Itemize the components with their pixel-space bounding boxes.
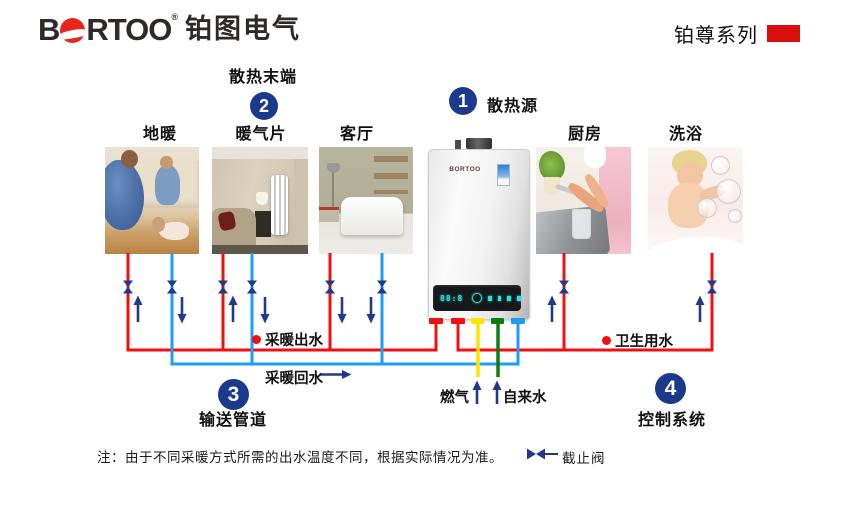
brand-logo: B RTOO ® 铂图电气 [38, 12, 301, 46]
flue-pipe-small [455, 140, 461, 149]
white-sleeve-shape [583, 147, 607, 169]
boiler-brand-text: BORTOO [449, 166, 481, 173]
bubble-shape [697, 198, 718, 219]
bath-foam-shape [648, 236, 743, 254]
pipeline-label: 输送管道 [198, 412, 268, 429]
boiler-panel-icon [517, 295, 521, 301]
plant-pot-shape [543, 176, 560, 196]
heat-source-label: 散热源 [487, 98, 539, 115]
heating-return-label: 采暖回水 [265, 371, 323, 387]
mother-head [120, 150, 138, 169]
callout-circle-2: 2 [250, 92, 278, 120]
photo-radiator [212, 147, 308, 254]
flow-arrow-down [366, 297, 376, 324]
callout-circle-4: 4 [655, 373, 686, 404]
white-sofa-shape [340, 197, 403, 235]
red-dot-icon [602, 336, 611, 345]
boiler-port-hot-water [451, 318, 465, 324]
boiler-panel-icon [507, 295, 512, 301]
flue-pipe [466, 138, 492, 149]
flow-arrow-down [337, 297, 347, 324]
shutoff-valve-icon [218, 280, 228, 294]
heat-terminal-label: 散热末端 [228, 69, 298, 86]
heating-supply-label: 采暖出水 [252, 329, 323, 350]
callout-circle-3: 3 [218, 379, 249, 410]
flow-arrow-up [547, 295, 557, 322]
control-system-label: 控制系统 [637, 412, 707, 429]
wall-shelves-shape [374, 155, 409, 195]
legend-valve-label: 截止阀 [562, 451, 606, 466]
boiler-display: 88:8 [440, 293, 464, 303]
photo-living-room [319, 147, 413, 254]
father-figure [154, 165, 181, 205]
shutoff-valves [123, 280, 717, 294]
floor-lamp-shade [326, 163, 340, 173]
baby-head [152, 216, 166, 232]
series-red-rectangle [767, 25, 800, 42]
flow-arrow-up [492, 380, 502, 404]
lamp-shape [256, 191, 268, 205]
bubble-shape [716, 179, 742, 205]
father-head [160, 155, 173, 170]
tap-water-label: 自来水 [503, 390, 547, 406]
flow-arrow-right [320, 370, 352, 379]
bubble-shape [727, 209, 742, 224]
brand-letters-rtoo: RTOO [86, 11, 172, 47]
boiler-port-heating-supply [429, 318, 443, 324]
shutoff-valve-icon [377, 280, 387, 294]
energy-label-sticker [497, 164, 510, 186]
boiler-port-gas [471, 318, 484, 324]
boiler-knob [472, 293, 482, 303]
brand-o-icon [60, 17, 86, 43]
shutoff-valve-icon [167, 280, 177, 294]
gas-label: 燃气 [440, 390, 469, 406]
brand-name-chinese: 铂图电气 [185, 13, 302, 44]
shutoff-valve-icon [325, 280, 335, 294]
flow-arrow-up [133, 295, 143, 322]
side-table-shape [255, 211, 271, 237]
floor-shape [212, 245, 308, 254]
boiler-panel-icon [497, 295, 502, 301]
wall-panel-shape [293, 158, 308, 247]
series-badge: 铂尊系列 [674, 19, 800, 48]
room-label-bath: 洗浴 [668, 126, 704, 143]
boiler-panel-icon [487, 295, 492, 301]
shutoff-valve-icon [707, 280, 717, 294]
series-label: 铂尊系列 [674, 25, 758, 47]
legend-valve-icon [527, 448, 558, 460]
boiler-control-panel: 88:8 [433, 285, 521, 311]
red-dot-icon [252, 335, 261, 344]
footnote: 注：由于不同采暖方式所需的出水温度不同，根据实际情况为准。 [97, 450, 503, 465]
boiler-port-tap-water [491, 318, 504, 324]
ceiling-shape [212, 147, 308, 159]
floor-lamp-pole [332, 172, 335, 216]
room-label-radiator: 暖气片 [235, 126, 287, 143]
flow-arrow-down [260, 297, 270, 324]
room-label-living-room: 客厅 [339, 126, 375, 143]
bubble-shape [710, 155, 730, 175]
photo-bath [648, 147, 743, 254]
shutoff-valve-icon [123, 280, 133, 294]
registered-trademark: ® [171, 12, 179, 22]
flow-arrow-down [177, 297, 187, 324]
room-label-kitchen: 厨房 [567, 126, 603, 143]
shutoff-valve-icon [559, 280, 569, 294]
plant-shape [538, 151, 566, 182]
radiator-shape [270, 174, 288, 235]
brand-letter-b: B [38, 11, 60, 47]
photo-floor-heating [105, 147, 199, 254]
baby-figure [158, 221, 189, 241]
boiler-port-heating-return [511, 318, 525, 324]
flow-arrow-up [472, 380, 482, 404]
domestic-water-label: 卫生用水 [602, 330, 673, 351]
sideboard-shape [319, 206, 339, 222]
boiler-unit: BORTOO 88:8 [428, 149, 530, 320]
callout-circle-1: 1 [449, 87, 477, 115]
shutoff-valve-icon [247, 280, 257, 294]
photo-kitchen [536, 147, 631, 254]
flow-arrow-up [695, 295, 705, 322]
room-label-floor-heating: 地暖 [142, 126, 178, 143]
glass-shape [572, 209, 592, 239]
flow-arrow-up [228, 295, 238, 322]
